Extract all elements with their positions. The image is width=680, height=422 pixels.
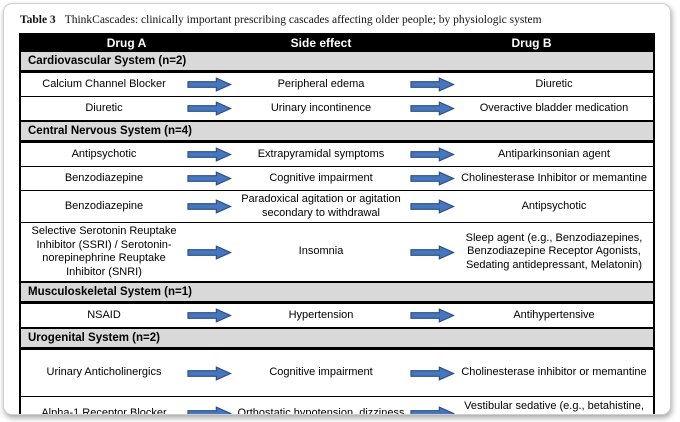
section-title: Urogenital System (n=2) [28,331,160,344]
table-title-text: ThinkCascades: clinically important pres… [64,14,542,26]
section-title: Cardiovascular System (n=2) [28,54,187,67]
section-header: Central Nervous System (n=4) [21,120,653,142]
drug-b-cell: Diuretic [535,77,573,90]
side-effect-cell: Paradoxical agitation or agitation secon… [241,193,401,219]
arrow-right-icon [187,365,232,381]
arrow-right-icon [187,101,232,116]
drug-a-cell: Benzodiazepine [64,199,144,212]
arrow-right-icon [187,77,232,92]
drug-b-cell: Cholinesterase Inhibitor or memantine [461,171,647,184]
side-effect-cell: Cognitive impairment [269,366,373,379]
side-effect-cell: Hypertension [288,308,354,321]
arrow-right-icon [187,171,232,186]
table-header-row: Drug A Side effect Drug B [21,35,653,52]
drug-b-cell: Antiparkinsonian agent [498,147,610,160]
arrow-right-icon [187,244,232,260]
side-effect-cell: Extrapyramidal symptoms [257,147,385,160]
physiologic-system-section: Urogenital System (n=2) Urinary Antichol… [21,327,653,415]
section-title: Central Nervous System (n=4) [28,124,192,137]
side-effect-cell: Insomnia [298,245,344,258]
table-row: Benzodiazepine Paradoxical agitation or … [21,190,653,222]
section-title: Musculoskeletal System (n=1) [28,285,192,298]
drug-b-cell: Cholinesterase inhibitor or memantine [461,366,647,379]
arrow-right-icon [410,244,455,260]
table-row: NSAID Hypertension Antihypertensive [21,303,653,327]
section-header: Urogenital System (n=2) [21,327,653,349]
table-row: Antipsychotic Extrapyramidal symptoms An… [21,142,653,166]
table-number-label: Table 3 [20,14,56,26]
arrow-right-icon [410,171,455,186]
table-row: Diuretic Urinary incontinence Overactive… [21,96,653,120]
table-row: Calcium Channel Blocker Peripheral edema… [21,72,653,96]
table-row: Selective Serotonin Reuptake Inhibitor (… [21,222,653,281]
drug-b-cell: Vestibular sedative (e.g., betahistine, … [464,400,644,414]
table-body: Cardiovascular System (n=2) Calcium Chan… [21,52,653,415]
physiologic-system-section: Cardiovascular System (n=2) Calcium Chan… [21,52,653,120]
arrow-right-icon [410,101,455,116]
arrow-right-icon [410,308,455,323]
physiologic-system-section: Musculoskeletal System (n=1) NSAID Hyper… [21,281,653,327]
prescribing-cascades-table: Drug A Side effect Drug B Cardiovascular… [19,33,655,415]
drug-b-cell: Overactive bladder medication [479,101,629,114]
side-effect-cell: Peripheral edema [277,77,365,90]
side-effect-cell: Cognitive impairment [269,171,373,184]
table-row: Urinary Anticholinergics Cognitive impai… [21,349,653,396]
table-caption: Table 3 ThinkCascades: clinically importa… [20,14,655,26]
drug-a-cell: Alpha-1 Receptor Blocker [41,406,167,415]
arrow-right-icon [187,147,232,162]
column-header-drug-a: Drug A [106,36,147,50]
arrow-right-icon [410,365,455,381]
document-page: Table 3 ThinkCascades: clinically importa… [3,3,671,415]
arrow-right-icon [410,406,455,414]
table-row: Benzodiazepine Cognitive impairment Chol… [21,166,653,190]
drug-a-cell: Calcium Channel Blocker [42,77,166,90]
section-header: Cardiovascular System (n=2) [21,52,653,72]
drug-b-cell: Sleep agent (e.g., Benzodiazepines, Benz… [465,231,643,271]
drug-a-cell: Antipsychotic [71,147,137,160]
drug-a-cell: Diuretic [85,101,123,114]
drug-a-cell: Benzodiazepine [64,171,144,184]
drug-b-cell: Antipsychotic [521,199,587,212]
side-effect-cell: Orthostatic hypotension, dizziness [237,406,405,415]
column-header-drug-b: Drug B [511,36,552,50]
section-header: Musculoskeletal System (n=1) [21,281,653,303]
arrow-right-icon [410,199,455,214]
drug-a-cell: Selective Serotonin Reuptake Inhibitor (… [31,225,177,278]
physiologic-system-section: Central Nervous System (n=4) Antipsychot… [21,120,653,281]
arrow-right-icon [410,147,455,162]
arrow-right-icon [410,77,455,92]
drug-b-cell: Antihypertensive [513,308,595,321]
column-header-side-effect: Side effect [290,36,352,50]
side-effect-cell: Urinary incontinence [270,101,372,114]
drug-a-cell: NSAID [87,308,121,321]
arrow-right-icon [187,308,232,323]
arrow-right-icon [187,406,232,414]
arrow-right-icon [187,199,232,214]
table-row: Alpha-1 Receptor Blocker Orthostatic hyp… [21,396,653,415]
drug-a-cell: Urinary Anticholinergics [46,366,162,379]
